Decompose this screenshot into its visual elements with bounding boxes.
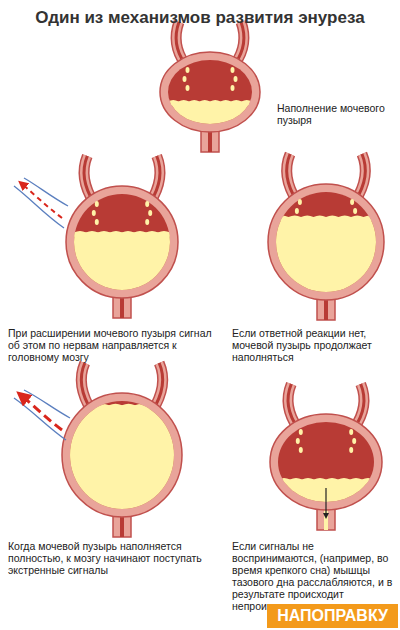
caption-text: Если сигналы не воспринимаются, (наприме… [232,540,398,612]
urine-drop [186,85,190,91]
signal-arrow [22,396,62,430]
logo-text: НАПОПРАВКУ [277,607,388,624]
urine-drop [148,210,152,216]
urine-surface [70,404,174,410]
nerve-line [24,390,70,418]
urine-drop [145,201,149,207]
urine [276,217,376,317]
urine [70,405,174,513]
urine-drop [92,210,96,216]
bladder [66,156,178,328]
urine-drop [145,219,149,225]
urine-surface [168,100,252,106]
nerve-line [14,186,64,228]
urine-drop [95,201,99,207]
nerve-line [14,398,66,440]
urine-drop [95,219,99,225]
urine-drop [296,438,300,444]
urine-drop [231,85,235,91]
urine-drop [299,447,303,453]
urine-surface [74,231,170,237]
urine [168,102,252,166]
caption-text: Наполнение мочевого пузыря [277,102,395,126]
nerve-signals [14,178,70,440]
urine-drop [295,208,299,214]
bladder-wall [62,393,182,517]
bladder [62,363,182,537]
urine-drop [349,447,353,453]
urine-drop [234,76,238,82]
urine-drop [299,429,303,435]
caption-text: Если ответной реакции нет, мочевой пузыр… [232,327,398,363]
urine-drop [186,67,190,73]
urine-drop [349,429,353,435]
caption-text: При расширении мочевого пузыря сигнал об… [8,327,223,363]
bladder [268,154,384,320]
urine-surface [276,216,376,222]
caption-text: Когда мочевой пузырь наполняется полност… [8,540,223,576]
flow-arrow [325,488,326,516]
urine-drop [350,199,354,205]
urine-surface [278,478,374,484]
urine [74,232,170,328]
urine-drop [352,438,356,444]
urine-drop [183,76,187,82]
bladder [160,22,260,166]
signal-arrow [22,184,62,218]
urine-drop [353,208,357,214]
urine-drop [298,199,302,205]
logo-box: НАПОПРАВКУ [267,604,398,628]
diagram-title: Один из механизмов развития энуреза [0,8,400,28]
bladder [270,384,382,560]
urine-drop [231,67,235,73]
